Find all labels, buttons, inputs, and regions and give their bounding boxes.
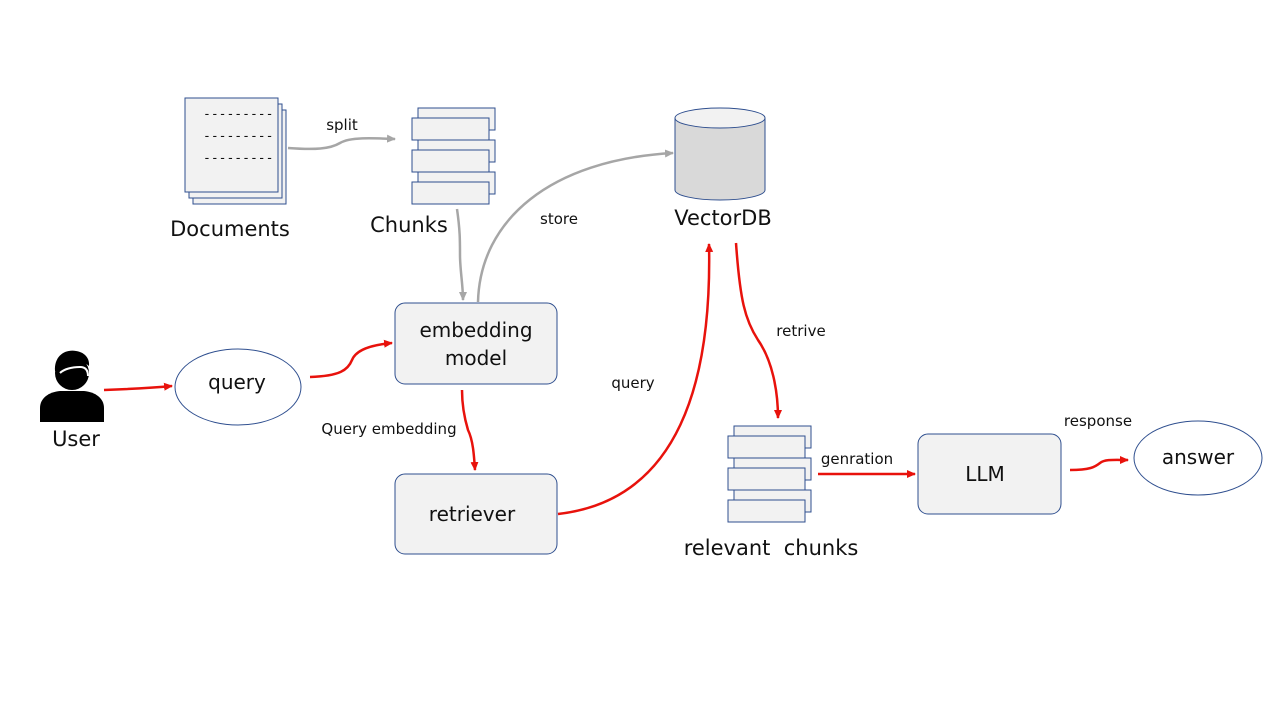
documents-label: Documents bbox=[170, 217, 290, 241]
answer-node bbox=[1133, 420, 1263, 496]
edge-query-embedding-label: Query embedding bbox=[321, 420, 456, 438]
relevant-chunks-label: relevant chunks bbox=[684, 536, 859, 560]
user-label: User bbox=[52, 427, 100, 451]
edge-store-label: store bbox=[540, 210, 578, 228]
edge-split-label: split bbox=[326, 116, 358, 134]
edge-response-label: response bbox=[1064, 412, 1132, 430]
edge-retriever-to-vectordb bbox=[557, 243, 714, 516]
edge-query-label: query bbox=[611, 374, 654, 392]
vectordb-icon bbox=[674, 107, 766, 201]
user-icon bbox=[40, 350, 104, 422]
documents-icon: --------- --------- --------- bbox=[184, 97, 287, 205]
edge-retrive-label: retrive bbox=[776, 322, 825, 340]
embedding-model-label-line2: model bbox=[445, 346, 507, 370]
edge-vectordb-to-relevant-chunks bbox=[734, 242, 782, 419]
query-node bbox=[174, 348, 302, 426]
embedding-model-node bbox=[394, 302, 558, 385]
doc-line-1: --------- bbox=[203, 107, 273, 122]
llm-node bbox=[917, 433, 1062, 515]
query-label: query bbox=[208, 370, 266, 394]
edge-embedding-to-retriever bbox=[460, 389, 479, 471]
embedding-model-label-line1: embedding bbox=[419, 318, 532, 342]
answer-label: answer bbox=[1162, 445, 1235, 469]
edge-documents-to-chunks bbox=[287, 134, 396, 151]
chunks-label: Chunks bbox=[370, 213, 448, 237]
edge-embedding-to-vectordb bbox=[476, 149, 674, 303]
vectordb-label: VectorDB bbox=[674, 206, 772, 230]
edge-genration-label: genration bbox=[821, 450, 893, 468]
edge-llm-to-answer bbox=[1069, 455, 1129, 472]
doc-line-2: --------- bbox=[203, 129, 273, 144]
relevant-chunks-icon bbox=[727, 425, 812, 523]
chunks-icon bbox=[411, 107, 496, 205]
retriever-label: retriever bbox=[429, 502, 516, 526]
edge-query-to-embedding bbox=[309, 339, 393, 379]
edge-user-to-query bbox=[103, 382, 173, 392]
retriever-node bbox=[394, 473, 558, 555]
llm-label: LLM bbox=[965, 462, 1005, 486]
edge-chunks-to-embedding bbox=[455, 208, 467, 301]
doc-line-3: --------- bbox=[203, 151, 273, 166]
